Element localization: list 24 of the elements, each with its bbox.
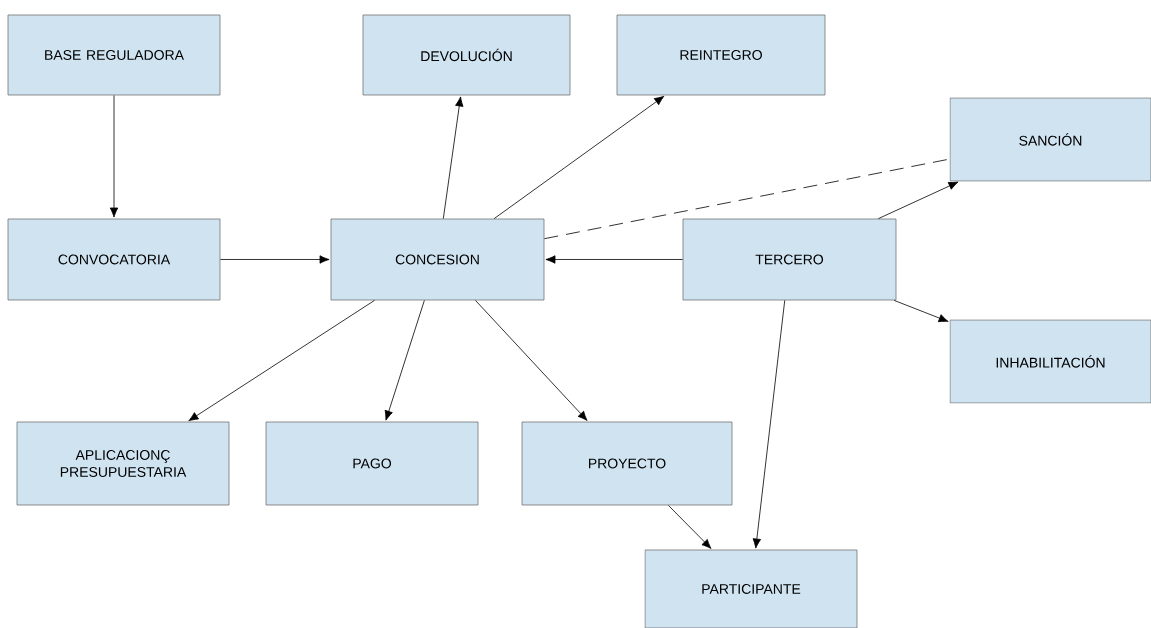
- entity-box: SANCIÓN: [949, 97, 1151, 182]
- entity-box: PROYECTO: [521, 421, 733, 506]
- arrow: [493, 95, 665, 219]
- arrow: [220, 255, 330, 264]
- entity-box: CONVOCATORIA: [7, 218, 221, 301]
- entity-box: DEVOLUCIÓN: [362, 14, 571, 96]
- arrow: [545, 255, 683, 264]
- entity-box: BASE REGULADORA: [7, 14, 221, 96]
- entity-box: TERCERO: [682, 218, 897, 301]
- arrow: [475, 300, 588, 421]
- entity-box: PAGO: [265, 421, 479, 506]
- entity-box: PARTICIPANTE: [644, 549, 858, 628]
- arrow: [109, 95, 119, 218]
- arrow: [668, 505, 712, 549]
- arrow: [442, 96, 464, 219]
- arrow: [878, 181, 959, 219]
- entity-box: CONCESION: [330, 218, 545, 301]
- arrow: [752, 300, 786, 549]
- arrow: [188, 300, 375, 422]
- entity-box: INHABILITACIÓN: [949, 319, 1151, 404]
- arrow: [384, 300, 425, 421]
- arrow: [893, 300, 949, 323]
- entity-box: APLICACIONÇ PRESUPUESTARIA: [16, 421, 230, 506]
- entity-box: REINTEGRO: [616, 14, 826, 96]
